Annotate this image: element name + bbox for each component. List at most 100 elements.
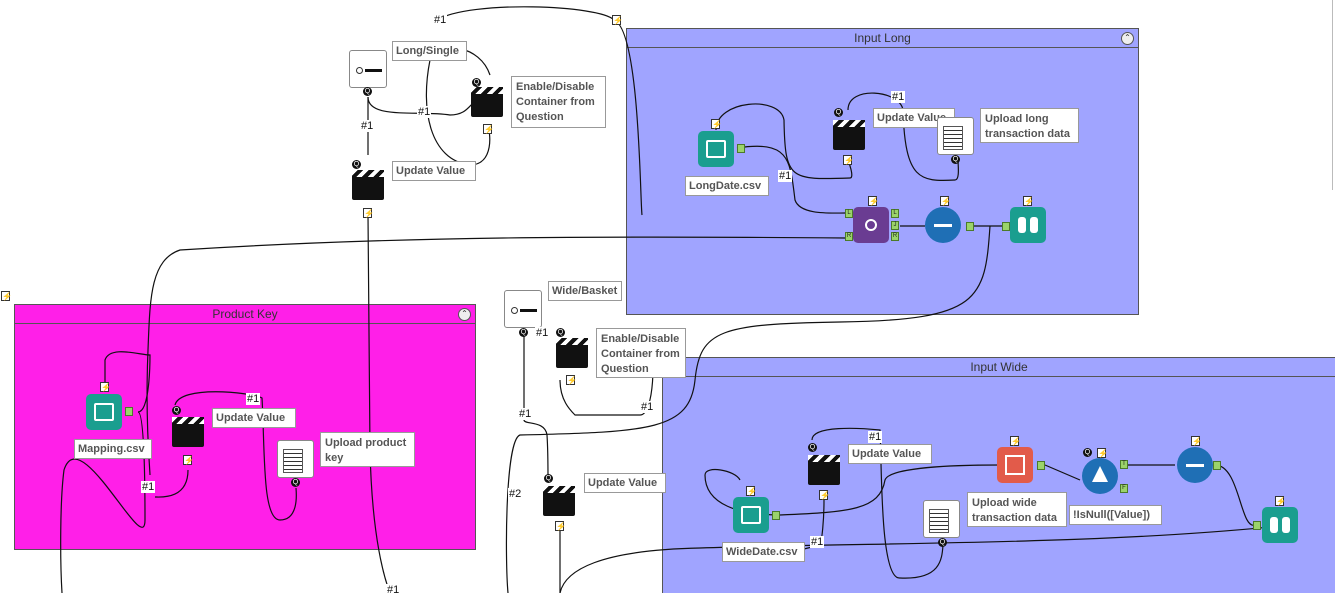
bolt-icon[interactable]: ⚡ <box>940 196 951 206</box>
browse-tool[interactable] <box>1262 507 1298 543</box>
connection-label: #1 <box>535 327 550 339</box>
upload-product-key-note: Upload product key <box>320 432 415 467</box>
container-title: Input Wide <box>970 360 1028 374</box>
crosstab-tool[interactable] <box>997 447 1033 483</box>
question-anchor-icon[interactable]: Q <box>951 155 960 164</box>
connection-label: #1 <box>417 106 432 118</box>
action-clapper-tool[interactable] <box>833 120 865 150</box>
question-anchor-icon[interactable]: Q <box>352 160 361 169</box>
wide-basket-label: Wide/Basket <box>548 281 622 301</box>
bolt-icon[interactable]: ⚡ <box>868 196 879 206</box>
update-value-label: Update Value <box>392 161 476 181</box>
long-single-label: Long/Single <box>392 41 467 61</box>
collapse-icon[interactable]: ⌃ <box>1121 32 1134 45</box>
question-anchor-icon[interactable]: Q <box>544 474 553 483</box>
canvas-edge <box>1332 0 1333 190</box>
bolt-icon[interactable]: ⚡ <box>612 15 623 25</box>
right-output-anchor[interactable]: R <box>891 232 899 241</box>
connection-label: #1 <box>868 431 883 443</box>
action-clapper-tool[interactable] <box>543 486 575 516</box>
bolt-icon[interactable]: ⚡ <box>1097 448 1108 458</box>
join-output-anchor[interactable]: J <box>891 221 899 230</box>
bolt-icon[interactable]: ⚡ <box>711 119 722 129</box>
select-tool[interactable] <box>1177 447 1213 483</box>
output-anchor[interactable] <box>1213 461 1221 470</box>
question-anchor-icon[interactable]: Q <box>519 328 528 337</box>
bolt-icon[interactable]: ⚡ <box>483 124 494 134</box>
bolt-icon[interactable]: ⚡ <box>363 208 374 218</box>
radio-button-tool[interactable] <box>349 50 387 88</box>
file-browse-tool[interactable] <box>923 500 960 538</box>
enable-disable-note: Enable/Disable Container from Question <box>596 328 686 378</box>
output-anchor[interactable] <box>966 222 974 231</box>
right-input-anchor[interactable]: R <box>845 232 853 241</box>
question-anchor-icon[interactable]: Q <box>834 108 843 117</box>
question-anchor-icon[interactable]: Q <box>808 443 817 452</box>
container-header[interactable]: Product Key ⌃ <box>15 305 475 324</box>
action-clapper-tool[interactable] <box>172 417 204 447</box>
bolt-icon[interactable]: ⚡ <box>566 375 577 385</box>
upload-wide-note: Upload wide transaction data <box>967 492 1067 527</box>
connection-label: #1 <box>778 170 793 182</box>
action-clapper-tool[interactable] <box>471 87 503 117</box>
bolt-icon[interactable]: ⚡ <box>1191 436 1202 446</box>
output-anchor[interactable] <box>125 407 133 416</box>
update-value-label: Update Value <box>212 408 296 428</box>
update-value-label: Update Value <box>873 108 955 128</box>
bolt-icon[interactable]: ⚡ <box>100 382 111 392</box>
bolt-icon[interactable]: ⚡ <box>1023 196 1034 206</box>
bolt-icon[interactable]: ⚡ <box>555 521 566 531</box>
false-output-anchor[interactable]: F <box>1120 484 1128 493</box>
question-anchor-icon[interactable]: Q <box>938 538 947 547</box>
container-header[interactable]: Input Wide ⌃ <box>663 358 1335 377</box>
bolt-icon[interactable]: ⚡ <box>1010 436 1021 446</box>
container-input-long[interactable]: Input Long ⌃ <box>626 28 1139 315</box>
mapping-label: Mapping.csv <box>74 439 152 459</box>
question-anchor-icon[interactable]: Q <box>291 478 300 487</box>
question-anchor-icon[interactable]: Q <box>363 87 372 96</box>
upload-long-note: Upload long transaction data <box>980 108 1079 143</box>
connection-label: #1 <box>433 14 448 26</box>
connection-label: #1 <box>141 481 156 493</box>
input-data-tool[interactable] <box>733 497 769 533</box>
question-anchor-icon[interactable]: Q <box>1083 448 1092 457</box>
action-clapper-tool[interactable] <box>556 338 588 368</box>
output-anchor[interactable] <box>737 144 745 153</box>
browse-tool[interactable] <box>1010 207 1046 243</box>
question-anchor-icon[interactable]: Q <box>472 78 481 87</box>
update-value-label: Update Value <box>584 473 666 493</box>
action-clapper-tool[interactable] <box>352 170 384 200</box>
longdate-label: LongDate.csv <box>685 176 769 196</box>
bolt-icon[interactable]: ⚡ <box>843 155 854 165</box>
bolt-icon[interactable]: ⚡ <box>819 490 830 500</box>
connection-label: #1 <box>518 408 533 420</box>
file-browse-tool[interactable] <box>277 440 314 478</box>
input-data-tool[interactable] <box>86 394 122 430</box>
left-output-anchor[interactable]: L <box>891 209 899 218</box>
connection-label: #1 <box>891 91 906 103</box>
question-anchor-icon[interactable]: Q <box>556 328 565 337</box>
connection-label: #1 <box>246 393 261 405</box>
output-anchor[interactable] <box>772 511 780 520</box>
file-browse-tool[interactable] <box>937 117 974 155</box>
output-anchor[interactable] <box>1037 461 1045 470</box>
bolt-icon[interactable]: ⚡ <box>183 455 194 465</box>
input-data-tool[interactable] <box>698 131 734 167</box>
radio-button-tool[interactable] <box>504 290 542 328</box>
container-header[interactable]: Input Long ⌃ <box>627 29 1138 48</box>
select-tool[interactable] <box>925 207 961 243</box>
connection-label: #2 <box>508 488 523 500</box>
join-tool[interactable] <box>853 207 889 243</box>
input-anchor[interactable] <box>1002 222 1010 231</box>
input-anchor[interactable] <box>1253 521 1261 530</box>
left-input-anchor[interactable]: L <box>845 209 853 218</box>
action-clapper-tool[interactable] <box>808 455 840 485</box>
bolt-icon[interactable]: ⚡ <box>1275 496 1286 506</box>
bolt-icon[interactable]: ⚡ <box>746 486 757 496</box>
question-anchor-icon[interactable]: Q <box>172 406 181 415</box>
true-output-anchor[interactable]: T <box>1120 460 1128 469</box>
collapse-icon[interactable]: ⌃ <box>458 308 471 321</box>
bolt-icon[interactable]: ⚡ <box>1 291 12 301</box>
filter-tool[interactable] <box>1082 458 1118 494</box>
